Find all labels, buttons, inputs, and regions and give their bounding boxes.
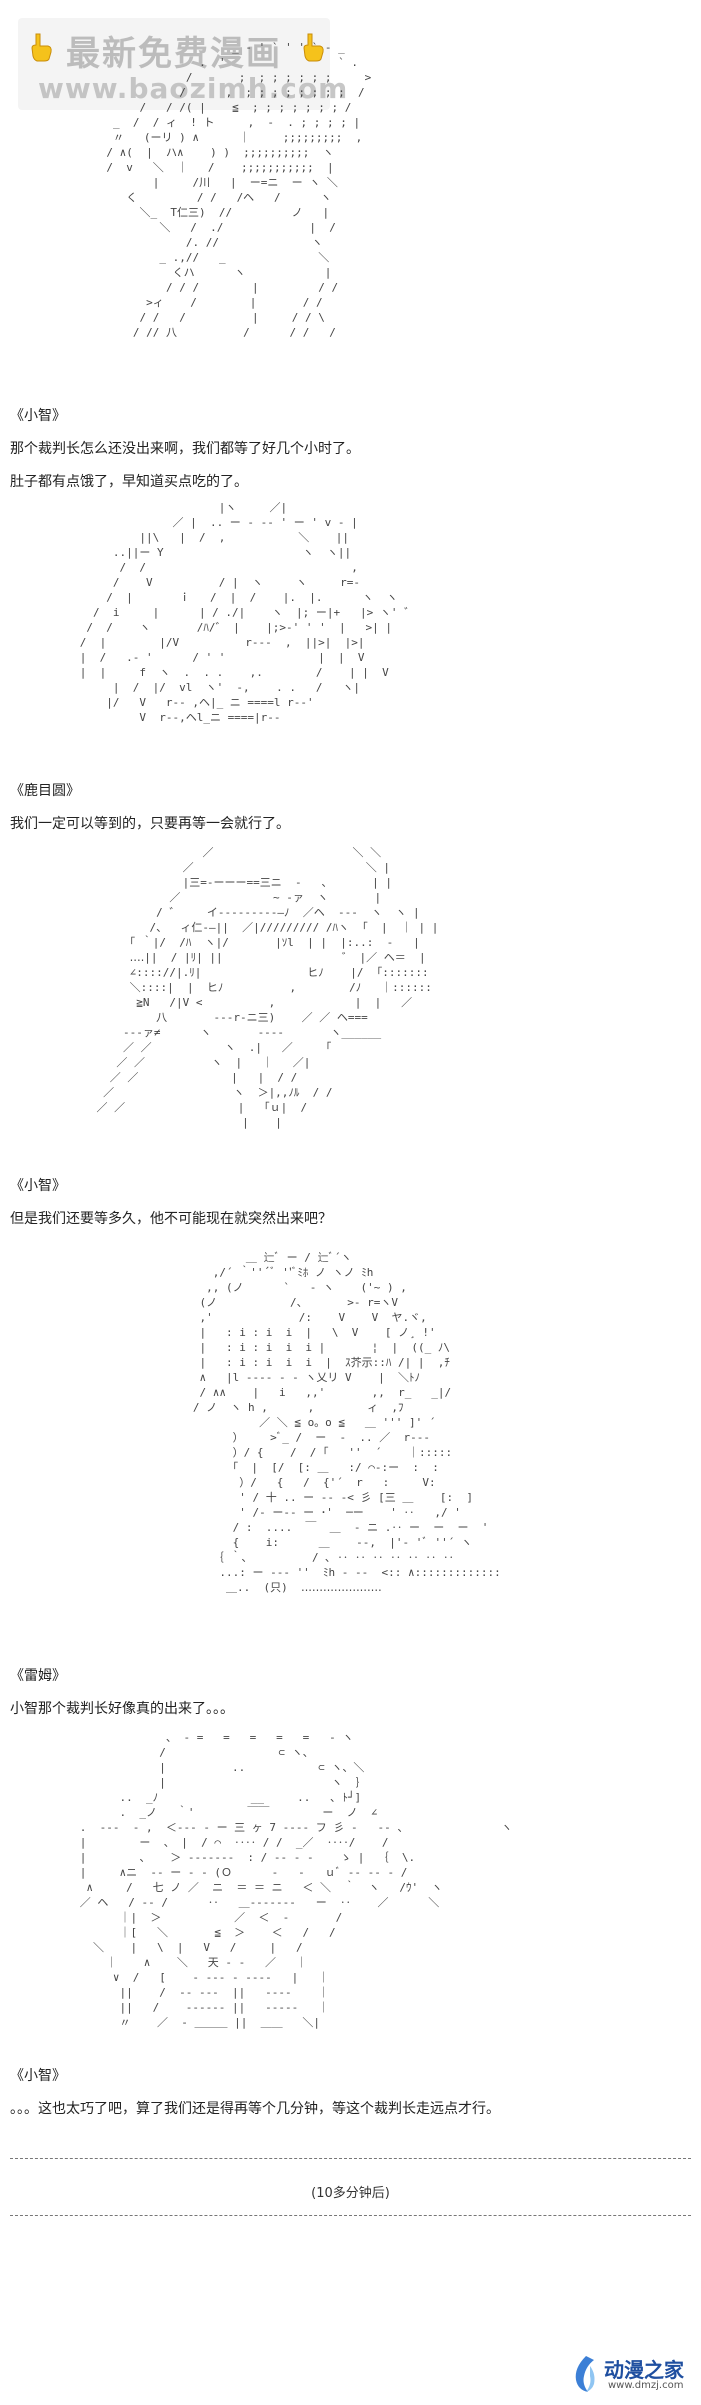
pointing-hand-icon xyxy=(31,33,52,62)
divider-line xyxy=(10,2158,691,2159)
time-skip-caption: (10多分钟后) xyxy=(311,2186,390,2201)
speaker-label: 《鹿目圆》 xyxy=(10,783,80,799)
dialogue-line: 但是我们还要等多久，他不可能现在就突然出来吧？ xyxy=(10,1211,332,1227)
dmzj-logo-icon xyxy=(575,2356,595,2392)
ascii-art-figure-5: 、 - = = = = = - ヽ / ⊂ ヽ、 | .. ⊂ ヽ、＼ | ヽ … xyxy=(79,1731,513,2029)
dialogue-line: 我们一定可以等到的，只要再等一会就行了。 xyxy=(10,816,290,832)
ascii-art-figure-4: ＿ 辷ﾞ ー / 辷ﾞ´ヽ ,/´ ｀''´ﾞ ''ﾞﾐﾎ ノ ヽノ ﾐh ,,… xyxy=(192,1251,501,1594)
pointing-hand-icon xyxy=(303,33,324,62)
watermark-title: 最新免费漫画 xyxy=(66,34,282,74)
ascii-art-figure-2: |ヽ ／| ／ | .. ー ‐ ‐‐ ' ー ' v ‐ | ||\ | / … xyxy=(79,501,416,724)
speaker-label: 《小智》 xyxy=(10,1178,66,1194)
watermark-url: www.baozimh.com xyxy=(38,72,349,105)
ascii-art-figure-1: _ - ' ` ' ' ` - _ . ' ` . / ; ; ; ; ; ; … xyxy=(106,41,372,339)
watermark-site-url: www.dmzj.com xyxy=(608,2380,684,2391)
dialogue-line: 。。。这也太巧了吧，算了我们还是得再等个几分钟，等这个裁判长走远点才行。 xyxy=(10,2101,500,2117)
dialogue-line: 小智那个裁判长好像真的出来了。。。 xyxy=(10,1701,234,1717)
ascii-art-figure-3: ／ ＼ ＼ ／ ＼ | |三=-ーーー==三ニ - 、 | | ／ ~ -ァ ヽ… xyxy=(96,846,439,1129)
divider-line xyxy=(10,2215,691,2216)
speaker-label: 《雷姆》 xyxy=(10,1668,66,1684)
speaker-label: 《小智》 xyxy=(10,408,66,424)
speaker-label: 《小智》 xyxy=(10,2068,66,2084)
watermark-site-name: 动漫之家 xyxy=(604,2358,684,2382)
watermark-top: 最新免费漫画 www.baozimh.com xyxy=(18,18,347,110)
dialogue-line: 那个裁判长怎么还没出来啊，我们都等了好几个小时了。 xyxy=(10,441,360,457)
dialogue-line: 肚子都有点饿了，早知道买点吃的了。 xyxy=(10,474,248,490)
watermark-bottom: 动漫之家 www.dmzj.com xyxy=(568,2352,696,2396)
